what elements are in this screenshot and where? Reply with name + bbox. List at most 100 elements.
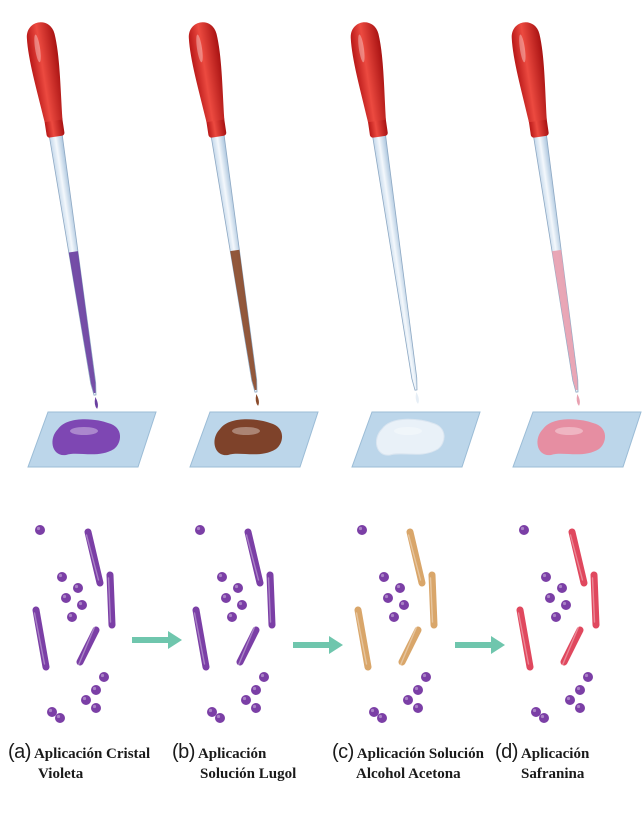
- coccus-bacterium: [369, 707, 379, 717]
- coccus-bacterium: [551, 612, 561, 622]
- coccus-bacterium: [207, 707, 217, 717]
- bacteria-panel-b: [195, 525, 273, 723]
- rod-bacterium: [358, 610, 368, 667]
- coccus-bacterium: [35, 525, 45, 535]
- rod-bacterium: [410, 532, 422, 583]
- coccus-bacterium: [195, 525, 205, 535]
- coccus-bacterium: [91, 703, 101, 713]
- coccus-highlight: [401, 602, 404, 605]
- rod-bacterium: [88, 532, 100, 583]
- caption-a: (a)Aplicación Cristal Violeta: [8, 742, 150, 784]
- coccus-bacterium: [421, 672, 431, 682]
- coccus-highlight: [69, 614, 72, 617]
- arrow-shaft: [293, 642, 329, 648]
- coccus-bacterium: [583, 672, 593, 682]
- coccus-highlight: [197, 527, 200, 530]
- puddle-highlight: [394, 427, 422, 435]
- coccus-bacterium: [61, 593, 71, 603]
- coccus-highlight: [397, 585, 400, 588]
- caption-b-line2: Solución Lugol: [172, 764, 296, 784]
- caption-letter-c: (c): [332, 741, 354, 763]
- coccus-highlight: [219, 574, 222, 577]
- coccus-highlight: [543, 574, 546, 577]
- stain-puddle: [376, 419, 444, 455]
- coccus-highlight: [253, 705, 256, 708]
- arrow-head: [491, 636, 505, 654]
- caption-letter-b: (b): [172, 741, 195, 763]
- caption-b-line1: Aplicación: [198, 746, 266, 762]
- caption-letter-a: (a): [8, 741, 31, 763]
- bacteria-panel-c: [357, 525, 435, 723]
- coccus-bacterium: [237, 600, 247, 610]
- arrow-3: [455, 636, 505, 654]
- dropper-bulb: [186, 20, 229, 123]
- coccus-bacterium: [215, 713, 225, 723]
- coccus-highlight: [93, 705, 96, 708]
- coccus-highlight: [379, 715, 382, 718]
- coccus-highlight: [559, 585, 562, 588]
- dropper-liquid: [69, 251, 99, 394]
- bacteria-panel-a: [35, 525, 113, 723]
- coccus-highlight: [235, 585, 238, 588]
- coccus-bacterium: [539, 713, 549, 723]
- coccus-highlight: [253, 687, 256, 690]
- rod-bacterium: [248, 532, 260, 583]
- coccus-highlight: [385, 595, 388, 598]
- coccus-bacterium: [403, 695, 413, 705]
- coccus-bacterium: [575, 703, 585, 713]
- coccus-highlight: [585, 674, 588, 677]
- arrow-1: [132, 631, 182, 649]
- coccus-highlight: [567, 697, 570, 700]
- coccus-bacterium: [399, 600, 409, 610]
- dropper-bulb: [24, 20, 68, 123]
- caption-d: (d)Aplicación Safranina: [495, 742, 589, 784]
- coccus-highlight: [371, 709, 374, 712]
- coccus-bacterium: [575, 685, 585, 695]
- slide-b: [190, 412, 318, 467]
- coccus-highlight: [239, 602, 242, 605]
- coccus-bacterium: [67, 612, 77, 622]
- coccus-highlight: [359, 527, 362, 530]
- coccus-bacterium: [81, 695, 91, 705]
- coccus-highlight: [63, 595, 66, 598]
- dropper-drop: [94, 397, 99, 409]
- coccus-highlight: [553, 614, 556, 617]
- coccus-highlight: [83, 697, 86, 700]
- rod-bacterium: [36, 610, 46, 667]
- coccus-bacterium: [545, 593, 555, 603]
- stain-puddle: [537, 419, 605, 455]
- dropper-drop: [415, 392, 420, 404]
- coccus-highlight: [415, 687, 418, 690]
- coccus-bacterium: [389, 612, 399, 622]
- coccus-bacterium: [541, 572, 551, 582]
- coccus-highlight: [59, 574, 62, 577]
- dropper-drop: [255, 394, 260, 406]
- rod-bacterium: [196, 610, 206, 667]
- stain-puddle: [52, 419, 120, 455]
- coccus-highlight: [217, 715, 220, 718]
- caption-c-line2: Alcohol Acetona: [332, 764, 484, 784]
- coccus-bacterium: [251, 703, 261, 713]
- coccus-highlight: [101, 674, 104, 677]
- rod-highlight: [239, 627, 255, 665]
- coccus-bacterium: [99, 672, 109, 682]
- coccus-bacterium: [227, 612, 237, 622]
- coccus-highlight: [533, 709, 536, 712]
- slide-c: [352, 412, 480, 467]
- coccus-highlight: [391, 614, 394, 617]
- coccus-highlight: [93, 687, 96, 690]
- bacteria-panel-d: [519, 525, 597, 723]
- coccus-bacterium: [47, 707, 57, 717]
- coccus-bacterium: [241, 695, 251, 705]
- coccus-highlight: [223, 595, 226, 598]
- coccus-highlight: [229, 614, 232, 617]
- coccus-bacterium: [395, 583, 405, 593]
- coccus-bacterium: [561, 600, 571, 610]
- coccus-highlight: [423, 674, 426, 677]
- rod-highlight: [563, 627, 579, 665]
- arrow-shaft: [455, 642, 491, 648]
- coccus-highlight: [415, 705, 418, 708]
- coccus-bacterium: [377, 713, 387, 723]
- coccus-bacterium: [357, 525, 367, 535]
